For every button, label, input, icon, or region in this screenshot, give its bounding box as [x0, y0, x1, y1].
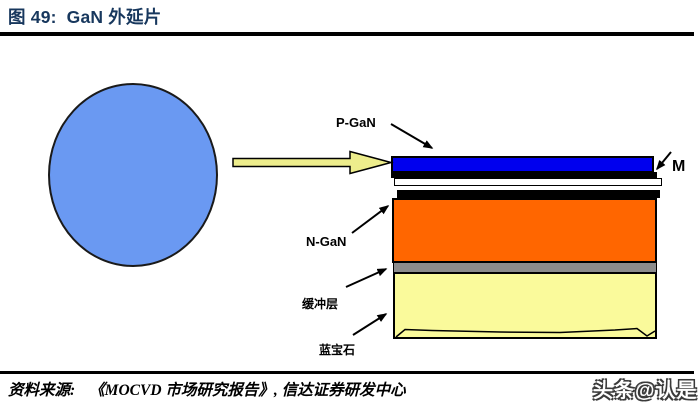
n-gan-pointer-arrow-icon	[351, 205, 390, 234]
p-gan-pointer-arrow-icon	[390, 123, 434, 149]
process-arrow-icon	[232, 150, 394, 175]
figure-title-text: GaN 外延片	[66, 7, 162, 27]
thin-white-layer	[394, 178, 662, 186]
source-label: 资料来源:	[8, 382, 76, 399]
gan-wafer-circle	[48, 83, 218, 267]
n-gan-layer	[392, 198, 657, 263]
sapphire-substrate-layer	[393, 272, 657, 339]
thin-black-layer	[397, 190, 660, 198]
n-gan-label: N-GaN	[306, 234, 347, 249]
metal-label: M	[672, 158, 686, 175]
source-text: 《MOCVD 市场研究报告》, 信达证券研发中心	[89, 382, 406, 399]
buffer-layer-label: 缓冲层	[302, 297, 339, 311]
metal-contact-layer	[391, 172, 657, 178]
figure-title: 图 49: GaN 外延片	[8, 4, 161, 29]
metal-pointer-arrow-icon	[656, 151, 672, 171]
sapphire-label: 蓝宝石	[319, 343, 356, 357]
figure-number-label: 图 49:	[8, 7, 57, 27]
toutiao-watermark: 头条@认是	[593, 380, 698, 402]
p-gan-label: P-GaN	[336, 115, 376, 130]
source-line: 资料来源: 《MOCVD 市场研究报告》, 信达证券研发中心	[8, 378, 406, 400]
header-divider-line	[0, 32, 694, 36]
footer-divider-line	[0, 371, 694, 374]
sapphire-pointer-arrow-icon	[352, 313, 388, 336]
buffer-pointer-arrow-icon	[345, 268, 388, 288]
sapphire-surface-wavy-line	[395, 327, 656, 338]
